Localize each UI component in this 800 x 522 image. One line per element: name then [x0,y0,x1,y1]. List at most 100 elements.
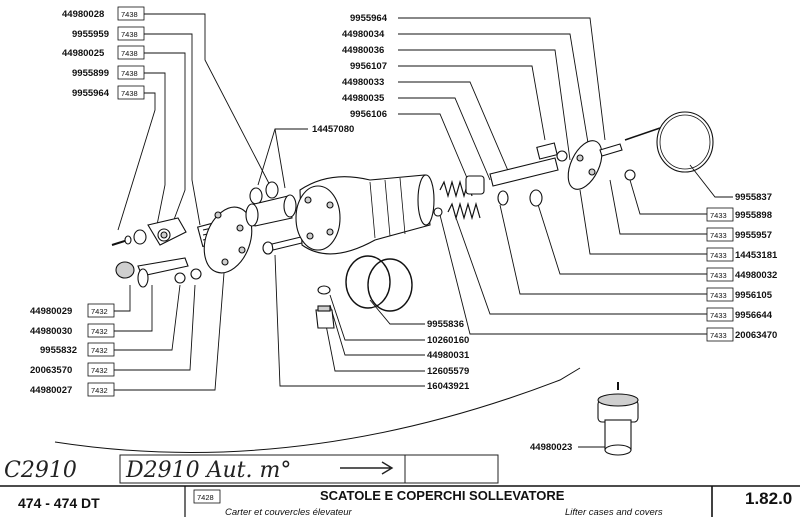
model-name: 474 - 474 DT [18,495,100,511]
group-box [117,85,145,100]
part-code: 9955957 [735,230,772,241]
part-code: 9955837 [735,192,772,203]
part-code: 44980031 [427,350,470,361]
handwritten-box [119,454,499,484]
part-code: 9955836 [427,319,464,330]
left-top-labels: 44980028 7438 9955959 7438 44980025 7438… [62,6,145,100]
group-code: 7433 [710,311,727,320]
parts-drawing [54,111,714,456]
group-code: 7438 [121,10,138,19]
footer: 474 - 474 DT 7428 SCATOLE E COPERCHI SOL… [0,485,800,518]
bottom-left-labels: 44980029 7432 44980030 7432 9955832 7432… [30,303,115,397]
part-code: 9955964 [350,13,388,24]
group-code: 7438 [121,69,138,78]
part-code: 9955959 [72,29,109,40]
group-box [706,307,734,322]
group-code: 7432 [91,366,108,375]
piston-rod [489,142,568,187]
handwritten-note: D2910 Aut. m° [125,458,291,483]
group-box [117,45,145,60]
part-code: 44980034 [342,29,385,40]
group-code: 7432 [91,307,108,316]
group-box [706,247,734,262]
cover-plate [203,206,253,274]
group-box [706,207,734,222]
part-code: 44980023 [530,442,572,453]
valve-body [245,194,297,227]
group-code: 7438 [121,30,138,39]
valve-assembly [597,382,639,456]
part-code: 9956106 [350,109,387,120]
part-code: 44980030 [30,326,72,337]
page-number: 1.82.0 [745,489,792,508]
group-code: 7432 [91,346,108,355]
subtitle-english: Lifter cases and covers [565,507,663,517]
group-box [193,489,221,504]
plug [315,285,335,329]
part-code: 44980035 [342,93,385,104]
part-code: 44980033 [342,77,384,88]
group-box [87,303,115,318]
part-code: 9955832 [40,345,77,356]
center-labels: 9955836 10260160 44980031 12605579 16043… [427,319,470,392]
part-code: 9955899 [72,68,109,79]
part-code: 44980028 [62,9,104,20]
bottom-left-leaders [114,259,226,391]
group-box [87,362,115,377]
part-code: 16043921 [427,381,470,392]
small-screw [111,235,132,246]
part-code: 9955898 [735,210,772,221]
group-code: 7438 [121,49,138,58]
group-code: 7433 [710,291,727,300]
part-code: 20063470 [735,330,777,341]
part-code: 44980027 [30,385,72,396]
part-code: 9955964 [72,88,110,99]
part-code: 12605579 [427,366,469,377]
top-labels: 9955964 44980034 44980036 9956107 449800… [342,13,388,120]
group-box [87,382,115,397]
group-box [87,323,115,338]
part-code: 14457080 [312,124,354,135]
group-box [117,65,145,80]
part-code: 44980032 [735,270,777,281]
subtitle-french: Carter et couvercles élevateur [225,507,353,517]
group-box [706,227,734,242]
group-code: 7438 [121,89,138,98]
long-bolt [262,235,307,255]
group-code: 7432 [91,386,108,395]
lever-knob [115,257,202,288]
group-box [87,342,115,357]
group-box [117,6,145,21]
group-box [706,327,734,342]
right-leaders [439,164,733,335]
group-code: 7433 [710,231,727,240]
top-leaders [398,17,606,186]
arrow-right-icon [340,461,394,475]
group-box [706,267,734,282]
group-box [117,26,145,41]
center-leaders [274,254,425,387]
springs [433,175,543,221]
part-code: 20063570 [30,365,72,376]
part-code: 44980036 [342,45,384,56]
rear-plate [567,140,636,190]
part-code: 9956107 [350,61,387,72]
right-labels: 9955837 7433 9955898 7433 9955957 7433 1… [706,192,778,342]
group-code: 7433 [710,211,727,220]
left-top-leaders [117,13,276,231]
part-code: 44980029 [30,306,72,317]
part-code: 14453181 [735,250,778,261]
group-code: 7433 [710,251,727,260]
group-code: 7433 [710,271,727,280]
part-code: 9956105 [735,290,773,301]
handwritten-model: C2910 [4,458,77,483]
page-title: SCATOLE E COPERCHI SOLLEVATORE [320,488,565,503]
main-housing [295,174,435,255]
part-code: 9956644 [735,310,773,321]
cable-ring [624,111,714,173]
group-code: 7432 [91,327,108,336]
group-code: 7433 [710,331,727,340]
part-code: 10260160 [427,335,469,346]
